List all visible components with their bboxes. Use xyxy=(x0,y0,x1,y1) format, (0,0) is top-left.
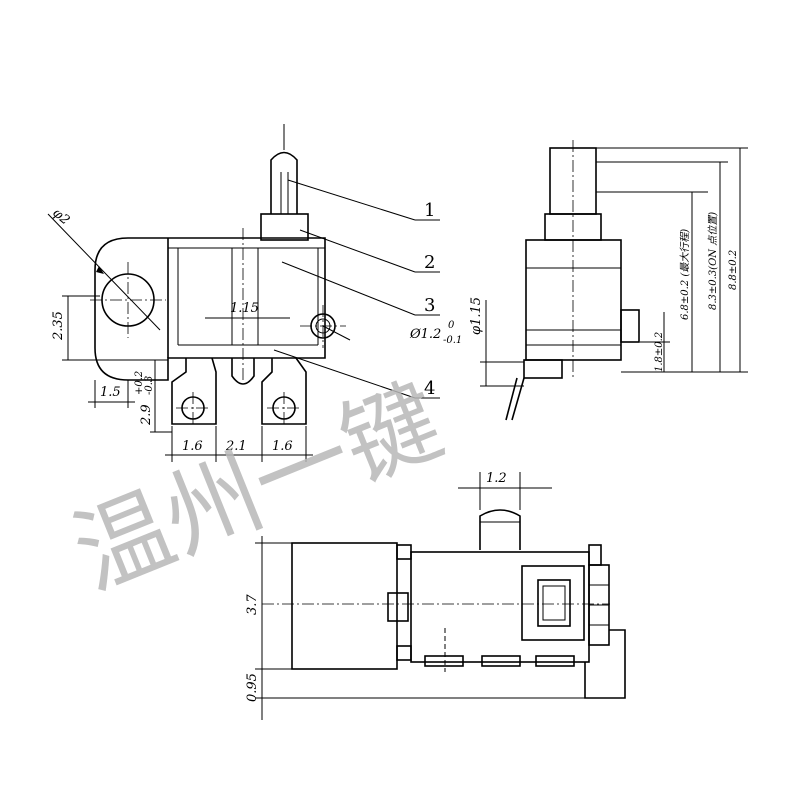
side-tab xyxy=(584,629,626,699)
front-view: φ2 2.35 1.5 2.9 +0.2 -0.3 1.6 2.1 1.6 1.… xyxy=(47,124,462,462)
dim-2-9-tol-lower: -0.3 xyxy=(144,376,155,395)
dim-1-5: 1.5 xyxy=(100,385,121,400)
side-terminal xyxy=(505,377,518,421)
dim-hole: Ø1.2 xyxy=(409,327,441,342)
dim-1-2: 1.2 xyxy=(486,471,507,486)
dim-0-95: 0.95 xyxy=(245,673,260,702)
housing-outline xyxy=(94,237,326,381)
dim-3-7: 3.7 xyxy=(245,594,260,615)
callout-2: 2 xyxy=(424,252,435,273)
dim-1-15: 1.15 xyxy=(230,301,259,316)
plunger xyxy=(270,151,298,214)
callout-1: 1 xyxy=(424,200,435,221)
dim-2-1: 2.1 xyxy=(225,439,247,454)
center-terminal xyxy=(231,358,255,385)
side-view: φ1.15 1.8±0.2 6.8±0.2 (最大行程) 8.3±0.3(ON … xyxy=(469,140,748,421)
dim-1-6-right: 1.6 xyxy=(272,439,293,454)
dim-2-9: 2.9 xyxy=(139,404,154,426)
dim-6-8: 6.8±0.2 (最大行程) xyxy=(679,229,691,320)
plunger-collar xyxy=(260,213,309,241)
bottom-view: 1.2 3.7 0.95 xyxy=(245,471,626,720)
dim-phi2: φ2 xyxy=(49,206,72,229)
bottom-body-left xyxy=(291,542,398,670)
dim-1-6-left: 1.6 xyxy=(182,439,203,454)
bottom-body-right xyxy=(410,551,590,663)
dim-hole-tol-upper: 0 xyxy=(448,320,455,331)
dim-phi1-15: φ1.15 xyxy=(469,297,484,335)
bottom-nub xyxy=(479,509,521,550)
side-body xyxy=(525,239,622,361)
dim-8-8: 8.8±0.2 xyxy=(728,250,739,290)
dim-2-35: 2.35 xyxy=(51,311,66,341)
callout-3: 3 xyxy=(424,295,435,316)
dim-8-3: 8.3±0.3(ON 点位置) xyxy=(707,212,719,310)
switch-window xyxy=(521,565,585,641)
dim-1-8: 1.8±0.2 xyxy=(654,332,665,372)
left-terminal xyxy=(171,357,217,425)
callout-4: 4 xyxy=(424,378,435,399)
right-terminal xyxy=(261,357,307,425)
dim-2-9-tol-upper: +0.2 xyxy=(134,371,145,395)
dim-hole-tol-lower: -0.1 xyxy=(443,335,462,346)
